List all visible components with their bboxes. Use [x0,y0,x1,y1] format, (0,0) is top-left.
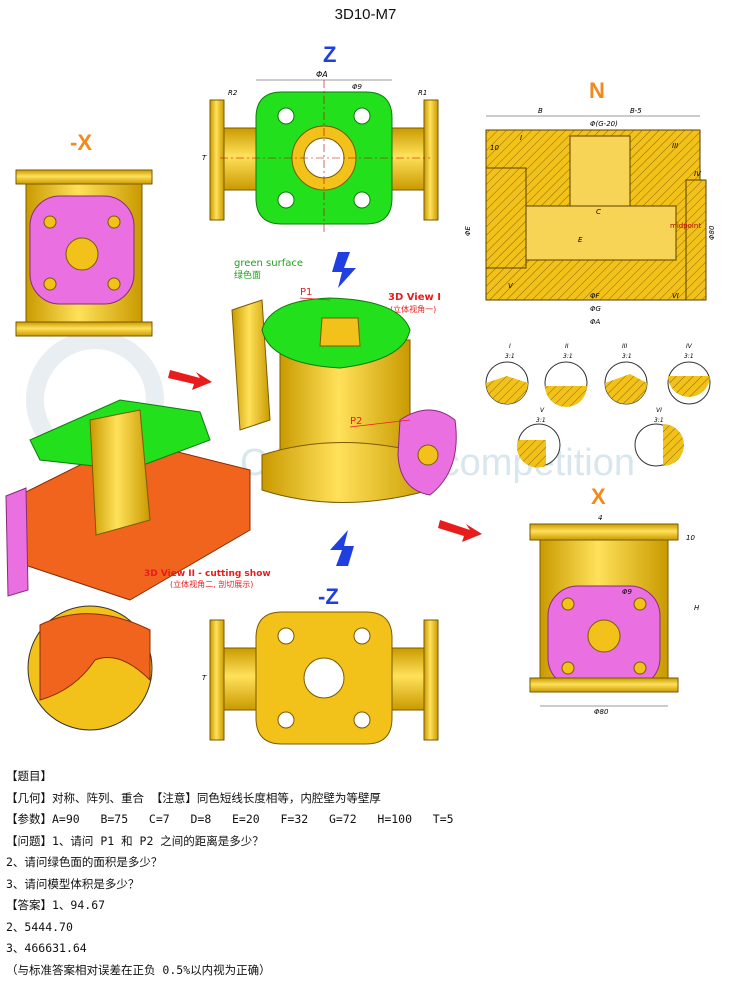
arrow-neg-z [330,530,354,566]
dim-n-phi-f: ΦF [590,292,601,300]
detail-ref-1: I [520,134,522,142]
detail-1: I 3:1 [486,343,528,404]
dim-x-ten: 10 [686,534,695,542]
neg-x-top-flange [16,170,152,184]
z-top-hole-1 [278,108,294,124]
dim-neg-z-t: T [202,674,207,682]
green-surface-label: green surface [234,258,303,269]
answer-1: 【答案】1、94.67 [6,895,726,917]
dim-z-t: T [202,154,207,162]
view1-label-cn: (立体视角一) [390,304,436,314]
svg-text:IV: IV [686,343,693,350]
svg-text:3:1: 3:1 [654,417,664,424]
detail-4: IV 3:1 [668,343,710,404]
dim-n-b: B [538,107,543,115]
engineering-drawing: CAD digital competition Z ΦA Φ9 R2 R1 T … [0,0,731,760]
dim-x-h: H [694,604,700,612]
view-label-n: N [589,78,605,103]
neg-z-bore [304,658,344,698]
dim-x-four: 4 [598,514,602,522]
detail-ref-4: IV [694,170,702,178]
dim-n-b-5: B-5 [630,107,642,115]
view-z-top: Z ΦA Φ9 R2 R1 T [202,42,438,234]
svg-text:I: I [509,343,511,350]
dim-z-phi-a: ΦA [316,70,328,79]
neg-x-bottom-flange [16,322,152,336]
dim-n-ten: 10 [490,144,499,152]
detail-ref-3: III [672,142,678,150]
detail-5: V 3:1 [517,407,560,468]
view-n-section: N B B-5 Φ(G-20) ΦF ΦG ΦA 10 E C Φ80 ΦE m… [464,78,716,326]
3d2-gold-core [90,410,150,535]
z-top-hole-4 [354,192,370,208]
geometry-line: 【几何】对称、阵列、重合 【注意】同色短线长度相等，内腔壁为等壁厚 [6,788,726,810]
answer-3: 3、466631.64 [6,938,726,960]
dim-n-midpoint: midpoint [670,222,701,230]
dim-n-phi-g: ΦG [590,305,602,313]
view2-label-cn: (立体视角二, 剖切展示) [170,579,253,589]
view2-label: 3D View II - cutting show [144,569,271,579]
z-top-hole-3 [278,192,294,208]
view-label-x: X [591,484,606,509]
view-label-z-top: Z [323,42,336,67]
dim-x-phi-9: Φ9 [622,588,633,596]
dim-n-phi-a: ΦA [590,318,601,326]
dim-z-phi-9: Φ9 [352,83,363,91]
3d2-pink-end [6,488,28,596]
svg-text:3:1: 3:1 [684,353,694,360]
green-surface-label-cn: 绿色面 [234,269,261,281]
3d1-left-flange [232,300,270,430]
view-neg-z: -Z T [202,584,438,744]
question-block: 【题目】 【几何】对称、阵列、重合 【注意】同色短线长度相等，内腔壁为等壁厚 【… [6,766,726,981]
svg-text:V: V [540,407,545,414]
dim-x-phi-80: Φ80 [594,708,609,716]
question-2: 2、请问绿色面的面积是多少？ [6,852,726,874]
detail-6: VI 3:1 [635,407,684,466]
p1-label: P1 [300,287,312,298]
tolerance-note: （与标准答案相对误差在正负 0.5%以内视为正确） [6,960,726,981]
heading: 【题目】 [6,766,726,788]
z-top-hole-2 [354,108,370,124]
dim-n-phi-g20: Φ(G-20) [590,120,618,128]
neg-x-bore [66,238,98,270]
p2-label: P2 [350,416,362,427]
detail-2: II 3:1 [545,343,587,407]
svg-text:3:1: 3:1 [563,353,573,360]
dim-z-r1: R1 [418,89,427,97]
svg-text:3:1: 3:1 [505,353,515,360]
n-section-side-flange [686,180,706,300]
question-3: 3、请问模型体积是多少？ [6,874,726,896]
dim-n-c: C [596,208,601,216]
question-1: 【问题】1、请问 P1 和 P2 之间的距离是多少？ [6,831,726,853]
view-x: X Φ80 H 10 4 Φ9 [530,484,700,716]
view1-label: 3D View I [388,292,441,303]
view-label-neg-z: -Z [318,584,339,609]
dim-z-r2: R2 [228,89,238,97]
n-section-cavity [526,206,676,260]
detail-ref-6: VI [672,292,679,300]
z-top-right-flange [424,100,438,220]
dim-n-phi-80: Φ80 [708,225,716,240]
view-label-neg-x: -X [70,130,92,155]
arrow-z [332,252,356,288]
params-line: 【参数】A=90 B=75 C=7 D=8 E=20 F=32 G=72 H=1… [6,809,726,831]
svg-text:3:1: 3:1 [536,417,546,424]
z-top-left-flange [210,100,224,220]
arrow-neg-x [438,520,482,542]
n-section-top-bore [570,136,630,206]
svg-text:II: II [565,343,569,350]
detail-3: III 3:1 [605,343,647,404]
svg-text:VI: VI [656,407,662,414]
svg-text:3:1: 3:1 [622,353,632,360]
arrow-x [168,370,212,390]
dim-n-e: E [578,236,583,244]
zoom-detail [28,606,152,730]
view-neg-x: -X [16,130,152,336]
answer-2: 2、5444.70 [6,917,726,939]
dim-n-phi-e: ΦE [464,225,472,236]
svg-text:III: III [622,343,628,350]
